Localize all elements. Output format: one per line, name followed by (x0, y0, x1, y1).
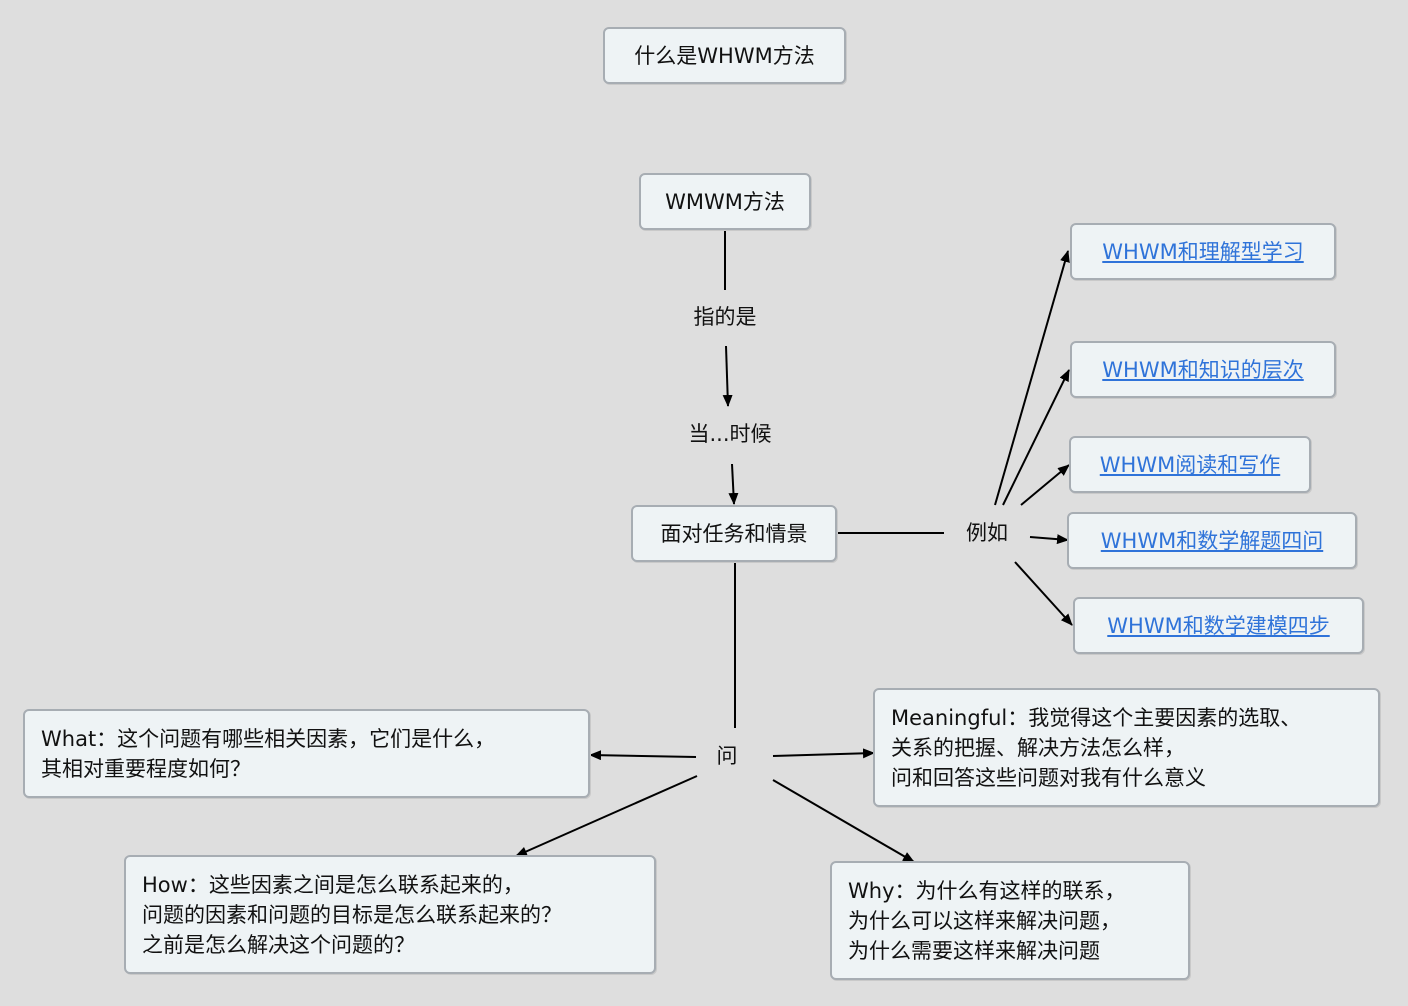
arrow-example-4 (1029, 534, 1069, 545)
how-question-text: How：这些因素之间是怎么联系起来的， 问题的因素和问题的目标是怎么联系起来的？… (142, 872, 562, 957)
example-node-3[interactable]: WHWM阅读和写作 (1069, 436, 1311, 493)
arrow-example-1 (994, 250, 1070, 506)
arrow-ask-why (772, 779, 915, 863)
arrow-example-3 (1020, 464, 1070, 506)
example-link[interactable]: WHWM和知识的层次 (1102, 357, 1304, 382)
arrow-refers-when (722, 345, 733, 407)
arrow-when-task (728, 463, 739, 505)
title-text: 什么是WHWM方法 (634, 43, 815, 68)
what-question-node[interactable]: What：这个问题有哪些相关因素，它们是什么， 其相对重要程度如何？ (23, 709, 590, 798)
arrow-example-5 (1014, 561, 1073, 626)
arrow-ask-how (515, 775, 698, 857)
arrow-ask-meaningful (772, 748, 875, 759)
title-node[interactable]: 什么是WHWM方法 (603, 27, 846, 84)
meaningful-question-node[interactable]: Meaningful：我觉得这个主要因素的选取、 关系的把握、解决方法怎么样， … (873, 688, 1380, 807)
example-link[interactable]: WHWM和数学建模四步 (1107, 613, 1330, 638)
what-question-text: What：这个问题有哪些相关因素，它们是什么， 其相对重要程度如何？ (41, 726, 496, 781)
example-link[interactable]: WHWM和数学解题四问 (1100, 528, 1324, 553)
example-node-4[interactable]: WHWM和数学解题四问 (1067, 512, 1357, 569)
concept-text: WMWM方法 (665, 189, 785, 214)
linking-phrase-ask: 问 (716, 744, 738, 768)
linking-phrase-when: 当...时候 (688, 422, 772, 446)
how-question-node[interactable]: How：这些因素之间是怎么联系起来的， 问题的因素和问题的目标是怎么联系起来的？… (124, 855, 656, 974)
example-link[interactable]: WHWM和理解型学习 (1102, 239, 1304, 264)
why-question-node[interactable]: Why：为什么有这样的联系， 为什么可以这样来解决问题， 为什么需要这样来解决问… (830, 861, 1190, 980)
arrow-example-2 (1002, 369, 1070, 506)
meaningful-question-text: Meaningful：我觉得这个主要因素的选取、 关系的把握、解决方法怎么样， … (891, 705, 1302, 790)
arrow-ask-what (589, 750, 697, 761)
example-node-2[interactable]: WHWM和知识的层次 (1070, 341, 1336, 398)
example-node-5[interactable]: WHWM和数学建模四步 (1073, 597, 1364, 654)
task-text: 面对任务和情景 (660, 521, 808, 546)
example-link[interactable]: WHWM阅读和写作 (1099, 452, 1281, 477)
linking-phrase-refers-to: 指的是 (693, 305, 757, 329)
linking-phrase-for-example: 例如 (966, 521, 1008, 545)
why-question-text: Why：为什么有这样的联系， 为什么可以这样来解决问题， 为什么需要这样来解决问… (848, 878, 1126, 963)
task-node[interactable]: 面对任务和情景 (631, 505, 837, 562)
example-node-1[interactable]: WHWM和理解型学习 (1070, 223, 1336, 280)
concept-node[interactable]: WMWM方法 (639, 173, 811, 230)
